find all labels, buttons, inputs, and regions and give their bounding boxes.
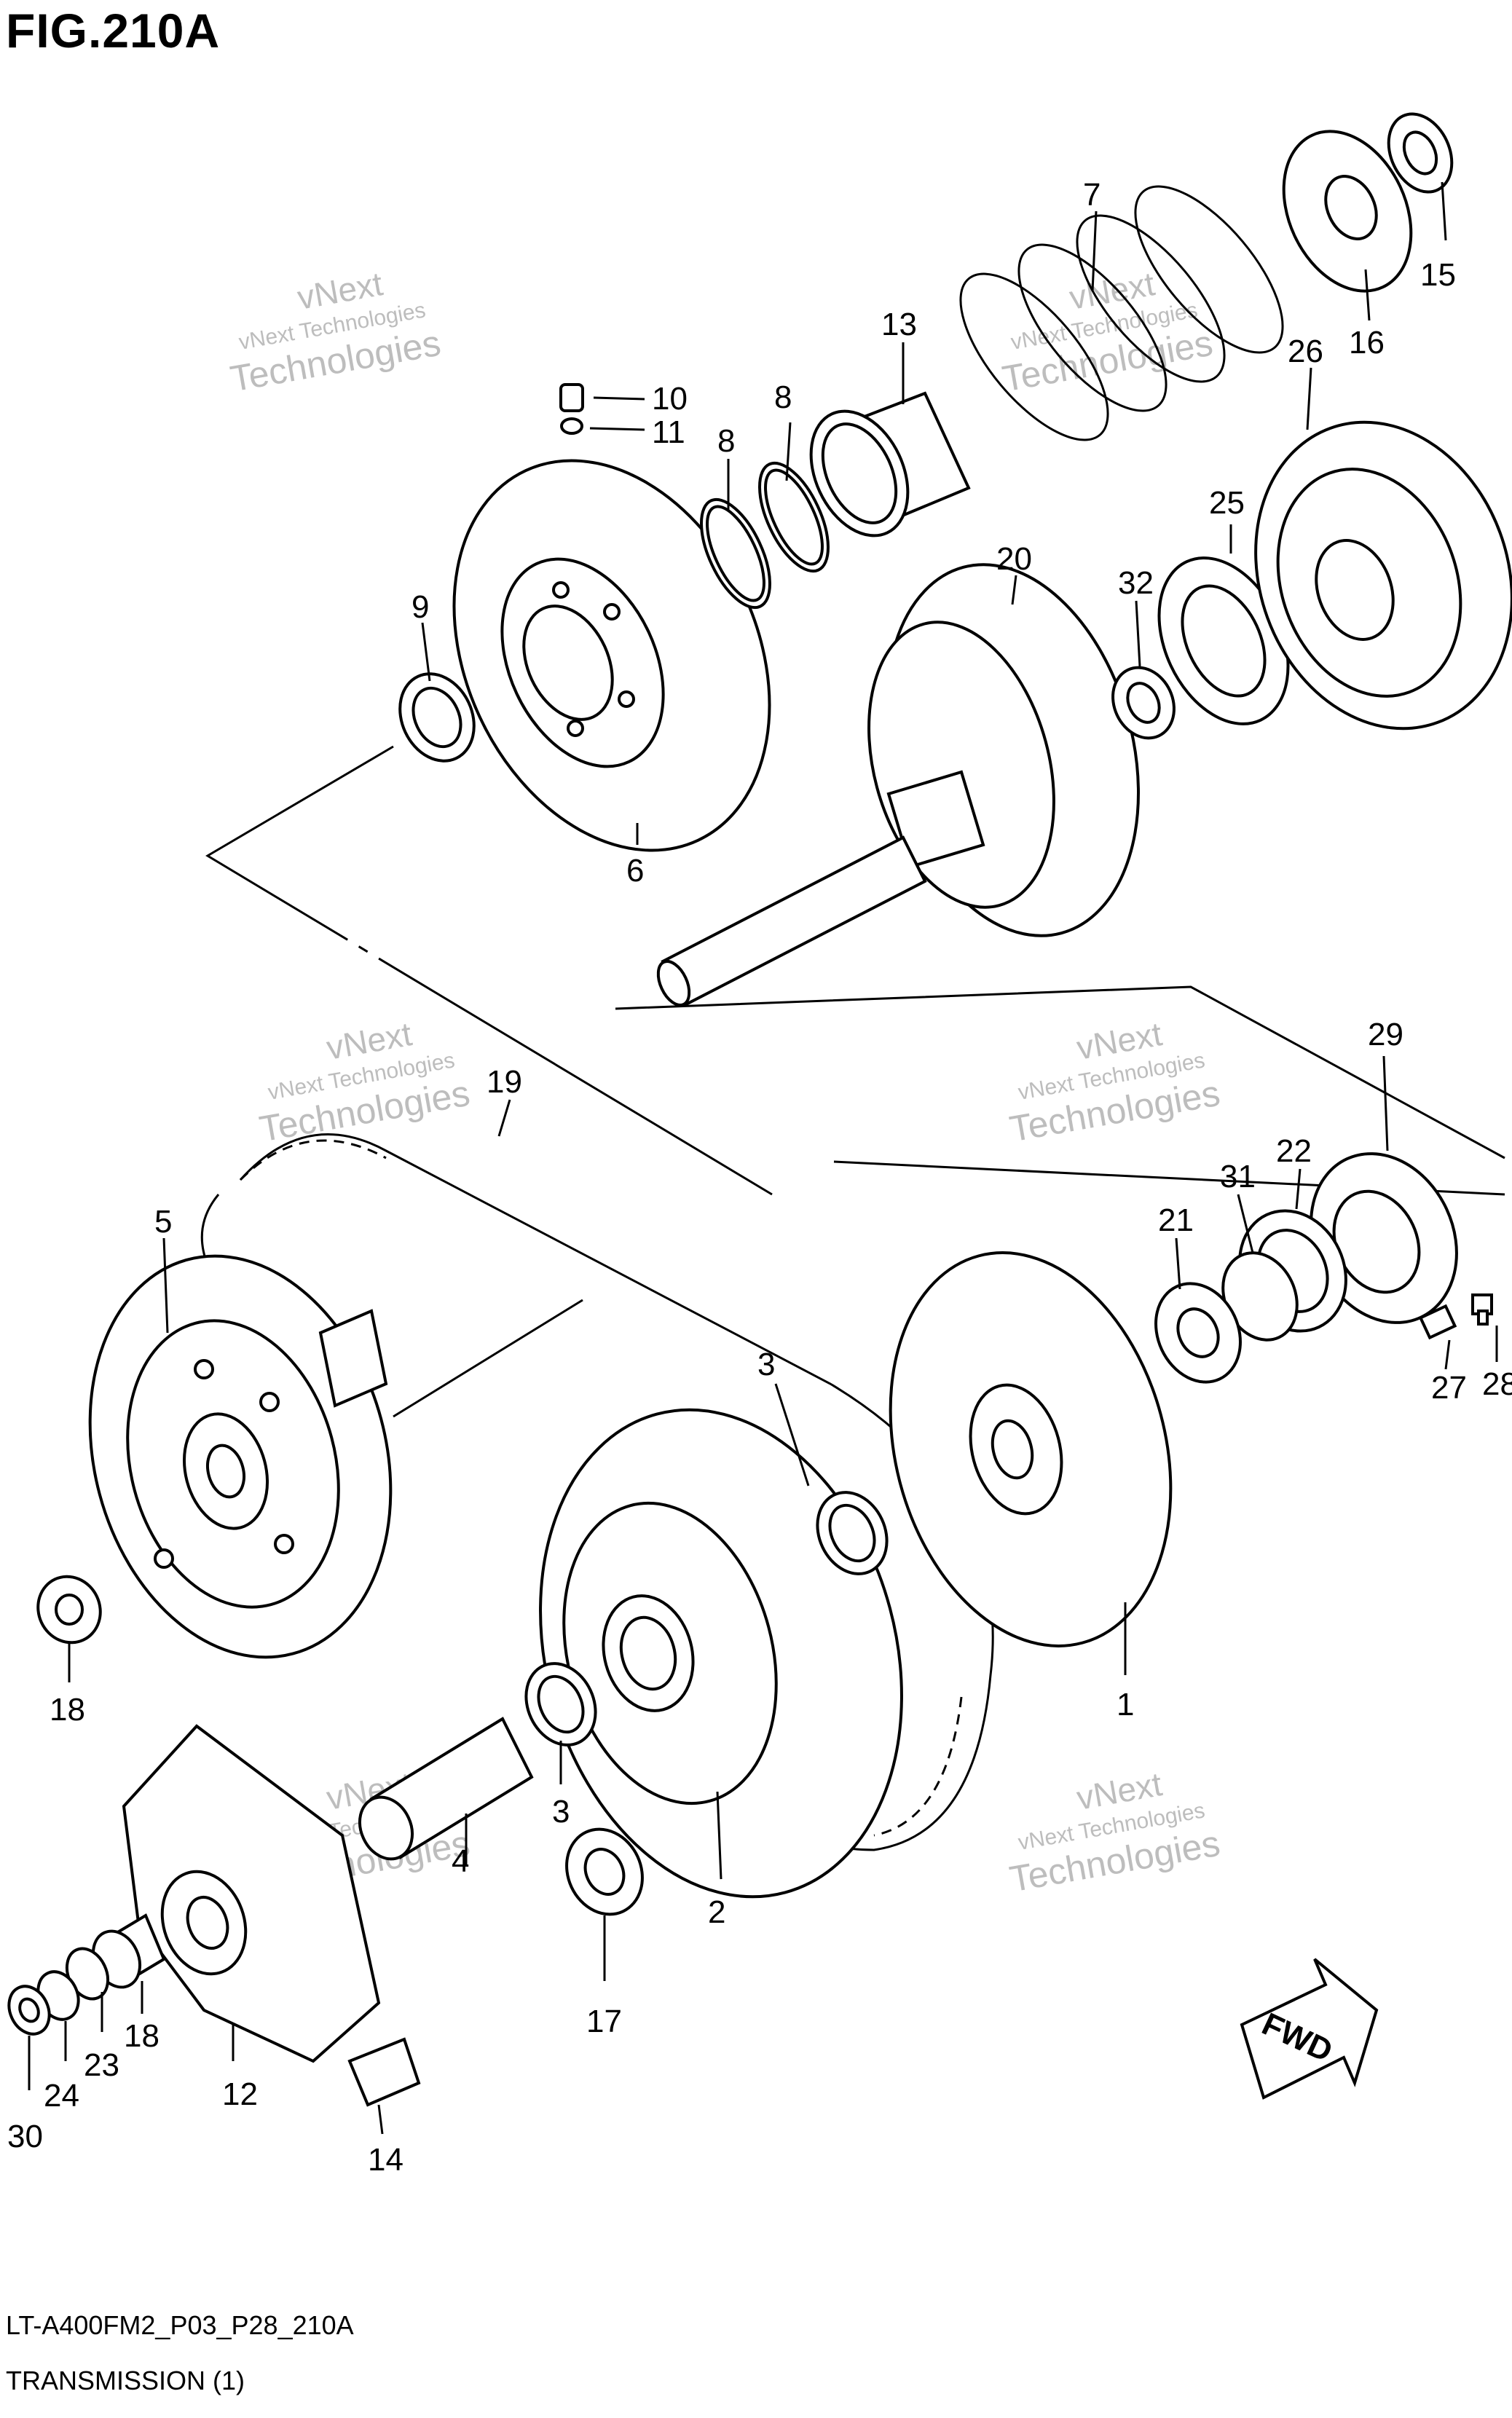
callout-32: 32 <box>1118 565 1154 601</box>
fixed-drive-face <box>889 1251 1173 1647</box>
spacer-collar <box>809 391 971 537</box>
callout-13: 13 <box>881 307 917 342</box>
callout-3: 3 <box>552 1794 570 1830</box>
callout-27: 27 <box>1431 1370 1467 1406</box>
callout-20: 20 <box>996 541 1032 577</box>
forward-direction-arrow: FWD <box>1240 1958 1379 2100</box>
callout-29: 29 <box>1368 1017 1403 1052</box>
callout-28: 28 <box>1482 1366 1512 1402</box>
roller <box>36 1575 102 1645</box>
callout-6: 6 <box>626 853 644 889</box>
figure-title: FIG.210A <box>6 4 221 58</box>
clutch-housing-shaft <box>656 563 1141 1007</box>
callout-2: 2 <box>708 1894 725 1930</box>
callout-23: 23 <box>84 2047 119 2083</box>
spring-seat <box>1282 130 1413 293</box>
oil-seal <box>398 672 476 763</box>
callout-25: 25 <box>1209 485 1245 521</box>
nut-washer-stack <box>7 1913 166 2036</box>
callout-8: 8 <box>774 379 792 415</box>
guide-pin <box>559 383 584 435</box>
callout-3: 3 <box>757 1347 775 1382</box>
sleeve <box>358 1717 534 1861</box>
callout-11: 11 <box>652 414 685 450</box>
callout-1: 1 <box>1117 1687 1134 1722</box>
driven-spring <box>959 185 1284 441</box>
callout-4: 4 <box>452 1843 469 1879</box>
callout-19: 19 <box>487 1064 522 1100</box>
callout-18: 18 <box>50 1692 85 1728</box>
callout-26: 26 <box>1288 334 1323 369</box>
callout-9: 9 <box>412 589 429 625</box>
callout-15: 15 <box>1420 257 1456 293</box>
bush <box>1111 666 1176 740</box>
callout-5: 5 <box>154 1204 172 1240</box>
washer-bolt <box>1418 1293 1493 1340</box>
clutch-shoe-assembly <box>1254 420 1512 730</box>
bearing-small <box>565 1827 644 1916</box>
drive-plate <box>122 1724 381 2063</box>
callout-14: 14 <box>368 2142 403 2178</box>
slide-piece <box>347 2037 421 2107</box>
o-ring-pair <box>700 461 830 610</box>
callout-16: 16 <box>1349 325 1385 361</box>
callout-21: 21 <box>1158 1202 1194 1238</box>
callout-18: 18 <box>124 2018 160 2054</box>
callout-labels: 7 15 16 26 13 8 8 10 11 9 6 20 25 32 29 … <box>7 177 1512 2178</box>
callout-17: 17 <box>586 2004 622 2039</box>
callout-24: 24 <box>44 2078 79 2114</box>
lock-nut <box>1387 112 1454 194</box>
movable-drive-face <box>539 1408 903 1899</box>
one-way-clutch <box>1157 556 1290 725</box>
callout-22: 22 <box>1276 1133 1312 1169</box>
driven-face-disc <box>452 459 771 852</box>
drive-face-disc <box>88 1254 393 1659</box>
seal-small <box>524 1491 889 1746</box>
callout-7: 7 <box>1083 177 1100 213</box>
callout-10: 10 <box>652 381 688 417</box>
figure-code: LT-A400FM2_P03_P28_210A <box>6 2310 354 2340</box>
callout-31: 31 <box>1220 1159 1256 1194</box>
leader-lines <box>28 181 1498 2135</box>
callout-8: 8 <box>717 423 735 459</box>
callout-30: 30 <box>7 2119 43 2154</box>
callout-12: 12 <box>222 2076 258 2112</box>
spacer <box>1154 1282 1242 1384</box>
section-title: TRANSMISSION (1) <box>6 2366 245 2395</box>
